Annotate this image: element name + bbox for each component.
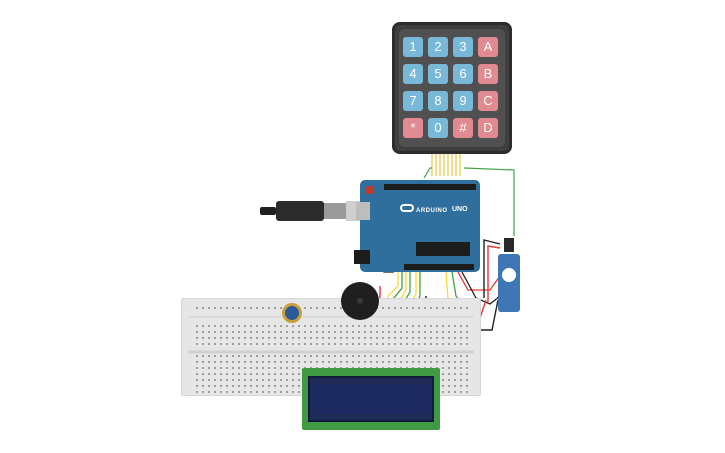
servo-lead[interactable] [483,239,501,302]
lcd-screen [312,384,430,414]
arduino-logo-icon [400,204,414,212]
keypad-face: 1 2 3 A 4 5 6 B 7 8 9 C * 0 # D [399,29,505,147]
arduino-model-label: UNO [452,206,468,213]
key-1[interactable]: 1 [403,37,423,57]
key-8[interactable]: 8 [428,91,448,111]
servo-horn [502,268,516,282]
micro-servo[interactable] [498,238,520,312]
power-jack [354,250,370,264]
key-0[interactable]: 0 [428,118,448,138]
key-c[interactable]: C [478,91,498,111]
digital-header [384,184,476,190]
key-4[interactable]: 4 [403,64,423,84]
key-5[interactable]: 5 [428,64,448,84]
piezo-buzzer[interactable] [341,282,379,320]
arduino-brand-label: ARDUINO [416,208,448,214]
key-d[interactable]: D [478,118,498,138]
usb-jack [356,202,370,220]
key-3[interactable]: 3 [453,37,473,57]
atmega-chip [416,242,470,256]
buzzer-center-dot [357,298,363,304]
arduino-uno-board[interactable]: ARDUINO UNO [354,180,480,272]
reset-button[interactable] [366,186,374,194]
analog-header [404,264,474,270]
key-star[interactable]: * [403,118,423,138]
key-7[interactable]: 7 [403,91,423,111]
keypad-ribbon-wires[interactable] [423,154,515,236]
key-b[interactable]: B [478,64,498,84]
key-hash[interactable]: # [453,118,473,138]
usb-cable[interactable] [260,201,364,221]
key-a[interactable]: A [478,37,498,57]
key-2[interactable]: 2 [428,37,448,57]
keypad-4x4[interactable]: 1 2 3 A 4 5 6 B 7 8 9 C * 0 # D [392,22,512,154]
potentiometer[interactable] [282,303,302,323]
key-6[interactable]: 6 [453,64,473,84]
key-9[interactable]: 9 [453,91,473,111]
servo-connector [504,238,514,252]
lcd-display-16x2[interactable] [302,368,440,430]
